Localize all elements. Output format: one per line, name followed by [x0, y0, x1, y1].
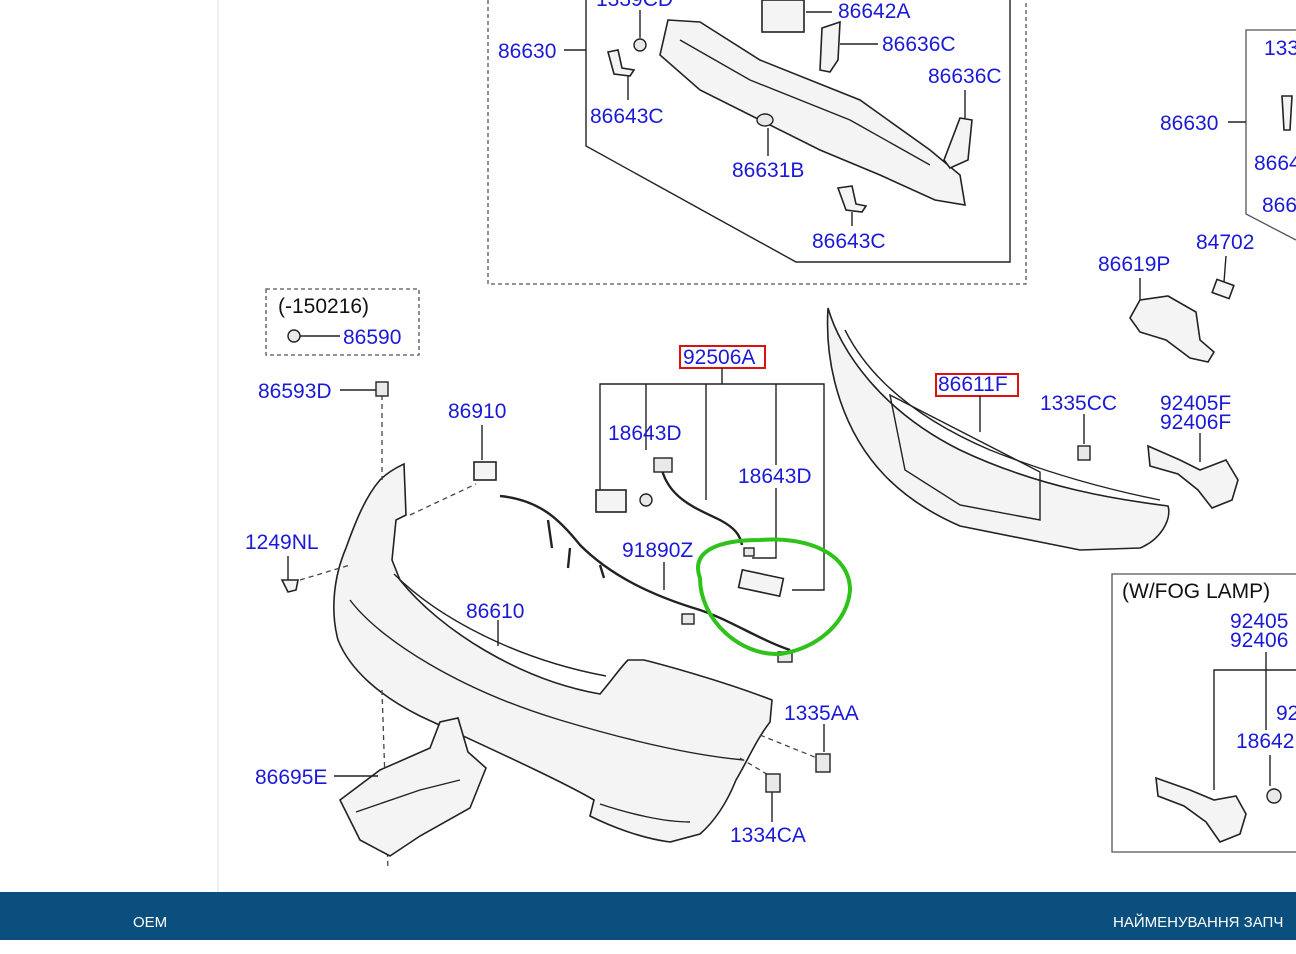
- parts-diagram-svg: 1339CD 86642A 86630 86636C 86636C 86643C…: [217, 0, 1296, 892]
- screw-86590-icon[interactable]: [287, 329, 301, 343]
- axis-dash: [759, 734, 823, 761]
- label-1335aa[interactable]: 1335AA: [784, 702, 859, 725]
- label-86610[interactable]: 86610: [466, 600, 524, 623]
- label-1335cc[interactable]: 1335CC: [1040, 392, 1117, 415]
- label-86643c-2[interactable]: 86643C: [812, 230, 886, 253]
- harness-branch: [566, 547, 572, 569]
- leader: [1213, 652, 1267, 790]
- leader: [1223, 255, 1227, 283]
- label-86611f[interactable]: 86611F: [938, 373, 1008, 396]
- leader: [722, 383, 825, 591]
- lower-cover-edge: [844, 329, 1161, 501]
- label-18642-right[interactable]: 18642: [1236, 730, 1294, 753]
- rear-beam-part[interactable]: [659, 19, 966, 206]
- label-92406-right[interactable]: 92406: [1230, 629, 1288, 652]
- sensor-wire: [660, 469, 744, 546]
- label-8664-right[interactable]: 8664: [1254, 152, 1296, 175]
- column-header-oem[interactable]: OEM: [133, 914, 168, 931]
- module-18643d-part[interactable]: [595, 489, 627, 513]
- stay-86636c-part-2[interactable]: [943, 117, 973, 169]
- label-86631b[interactable]: 86631B: [732, 159, 804, 182]
- label-86636c-2[interactable]: 86636C: [928, 65, 1002, 88]
- bracket-86643c-part-1[interactable]: [607, 49, 636, 77]
- variant-150216-box: [265, 288, 420, 356]
- bracket-86642a-part[interactable]: [761, 0, 805, 33]
- column-header-part-name[interactable]: НАЙМЕНУВАННЯ ЗАПЧ: [1113, 914, 1284, 931]
- harness-wire[interactable]: [499, 494, 791, 652]
- under-cover-86695e-part[interactable]: [338, 717, 487, 857]
- table-header-bar: OEM НАЙМЕНУВАННЯ ЗАПЧ: [0, 892, 1296, 940]
- lower-cover-86611f-part[interactable]: [826, 307, 1170, 551]
- leader: [752, 488, 777, 559]
- harness-branch: [546, 519, 554, 549]
- beam-group-box: [487, 0, 1027, 285]
- beam-group-inner-box: [585, 0, 1011, 263]
- label-wfog-lamp: (W/FOG LAMP): [1122, 580, 1270, 603]
- label-86910[interactable]: 86910: [448, 400, 506, 423]
- clip-84702-part[interactable]: [1211, 278, 1235, 300]
- bolt-86593d-icon[interactable]: [375, 381, 389, 397]
- annotation-circle: [696, 537, 853, 657]
- label-1334ca[interactable]: 1334CA: [730, 824, 806, 847]
- label-86636c-1[interactable]: 86636C: [882, 33, 956, 56]
- label-86695e[interactable]: 86695E: [255, 766, 327, 789]
- axis-dash: [739, 757, 771, 777]
- clip-1335cc-icon[interactable]: [1077, 445, 1091, 461]
- bumper-lower-edge: [599, 803, 691, 823]
- label-84702[interactable]: 84702: [1196, 231, 1254, 254]
- axis-dash: [409, 483, 477, 516]
- stay-86636c-part-1[interactable]: [819, 20, 841, 73]
- connector-small-icon[interactable]: [681, 613, 695, 625]
- fog-reflector-part[interactable]: [1155, 776, 1247, 843]
- label-86590[interactable]: 86590: [343, 326, 401, 349]
- label-92506a[interactable]: 92506A: [683, 346, 755, 369]
- label-1339cd[interactable]: 1339CD: [596, 0, 673, 11]
- label-150216: (-150216): [278, 295, 369, 318]
- rear-beam-ridge: [679, 39, 931, 166]
- label-86642a[interactable]: 86642A: [838, 0, 910, 23]
- label-92405f[interactable]: 92405F: [1160, 392, 1231, 415]
- label-86630-a[interactable]: 86630: [498, 40, 556, 63]
- label-86593d[interactable]: 86593D: [258, 380, 332, 403]
- bumper-inner-line: [393, 573, 607, 677]
- reflector-92405f-part[interactable]: [1147, 444, 1239, 509]
- bracket-86619p-part[interactable]: [1129, 295, 1216, 363]
- bolt-1339cd-icon[interactable]: [633, 38, 647, 52]
- label-92-right[interactable]: 92: [1276, 702, 1296, 725]
- highlight-86611f: [935, 373, 1019, 397]
- screw-1249nl-icon[interactable]: [280, 579, 299, 593]
- clip-1335aa-icon[interactable]: [815, 753, 831, 773]
- fog-bulb-icon[interactable]: [1266, 788, 1282, 804]
- label-86630-b[interactable]: 86630: [1160, 112, 1218, 135]
- under-cover-rib: [355, 779, 461, 813]
- retainer-86910-part[interactable]: [473, 461, 497, 481]
- label-133-right[interactable]: 133: [1264, 37, 1296, 60]
- label-91890z[interactable]: 91890Z: [622, 539, 693, 562]
- label-1249nl[interactable]: 1249NL: [245, 531, 319, 554]
- connector-part[interactable]: [653, 457, 673, 473]
- right-bracket-part[interactable]: [1281, 95, 1293, 131]
- bumper-contour: [349, 599, 745, 761]
- label-866-right[interactable]: 866: [1262, 194, 1296, 217]
- label-86619p[interactable]: 86619P: [1098, 253, 1170, 276]
- beam-hole: [756, 113, 774, 127]
- label-92406f[interactable]: 92406F: [1160, 411, 1231, 434]
- parts-diagram: 1339CD 86642A 86630 86636C 86636C 86643C…: [217, 0, 1296, 892]
- clip-1334ca-icon[interactable]: [765, 773, 781, 793]
- leader: [599, 368, 723, 490]
- bracket-86643c-part-2[interactable]: [836, 185, 868, 213]
- label-92405-right[interactable]: 92405: [1230, 610, 1288, 633]
- fog-lamp-variant-box: [1111, 573, 1296, 853]
- label-18643d-1[interactable]: 18643D: [608, 422, 682, 445]
- sensor-18643d-part[interactable]: [737, 568, 785, 598]
- grommet-icon[interactable]: [639, 493, 653, 507]
- label-86643c-1[interactable]: 86643C: [590, 105, 664, 128]
- harness-branch: [598, 564, 606, 579]
- label-18643d-2[interactable]: 18643D: [738, 465, 812, 488]
- clip-icon[interactable]: [743, 547, 755, 557]
